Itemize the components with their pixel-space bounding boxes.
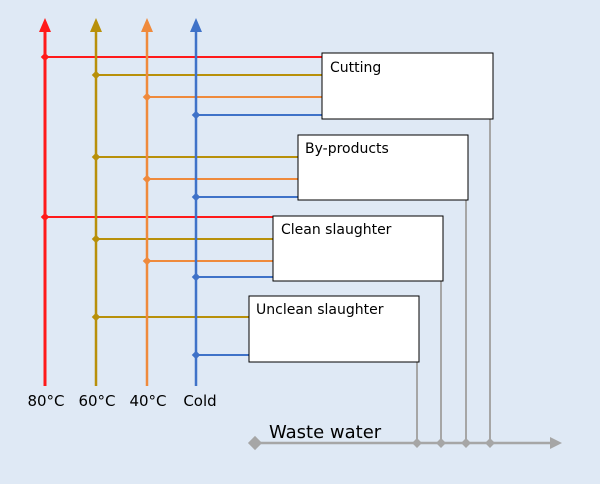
- junction-hot80-2: [40, 212, 50, 222]
- pipe-arrowhead-hot80: [39, 18, 51, 32]
- waste-water-start-marker: [247, 435, 263, 451]
- drain-junction-2: [436, 438, 446, 448]
- junction-hot40-0: [142, 92, 152, 102]
- process-box-3: [248, 295, 420, 363]
- pipe-label-80c: 80°C: [27, 392, 64, 410]
- process-label-unclean-slaughter: Unclean slaughter: [256, 302, 384, 318]
- junction-hot80-0: [40, 52, 50, 62]
- process-label-clean-slaughter: Clean slaughter: [281, 222, 392, 238]
- junction-hot40-2: [142, 256, 152, 266]
- pipe-arrowhead-hot40: [141, 18, 153, 32]
- drain-junction-0: [485, 438, 495, 448]
- pipe-arrowhead-cold: [190, 18, 202, 32]
- junction-hot60-1: [91, 152, 101, 162]
- junction-cold-0: [191, 110, 201, 120]
- process-label-by-products: By-products: [305, 141, 389, 157]
- junction-markers: [40, 52, 495, 448]
- process-label-cutting: Cutting: [330, 60, 381, 76]
- junction-cold-3: [191, 350, 201, 360]
- junction-hot60-3: [91, 312, 101, 322]
- junction-cold-1: [191, 192, 201, 202]
- process-box-2: [272, 215, 444, 282]
- drain-junction-1: [461, 438, 471, 448]
- process-boxes: [248, 52, 494, 363]
- process-box-1: [297, 134, 469, 201]
- waste-lines: [247, 119, 562, 451]
- pipe-label-60c: 60°C: [78, 392, 115, 410]
- waste-water-arrowhead: [550, 437, 562, 449]
- junction-hot40-1: [142, 174, 152, 184]
- supply-pipes: [39, 18, 202, 386]
- waste-water-label: Waste water: [269, 422, 382, 443]
- pipe-label-40c: 40°C: [129, 392, 166, 410]
- junction-cold-2: [191, 272, 201, 282]
- pipe-arrowhead-hot60: [90, 18, 102, 32]
- junction-hot60-2: [91, 234, 101, 244]
- process-box-0: [321, 52, 494, 120]
- pipe-label-cold: Cold: [183, 392, 216, 410]
- junction-hot60-0: [91, 70, 101, 80]
- drain-junction-3: [412, 438, 422, 448]
